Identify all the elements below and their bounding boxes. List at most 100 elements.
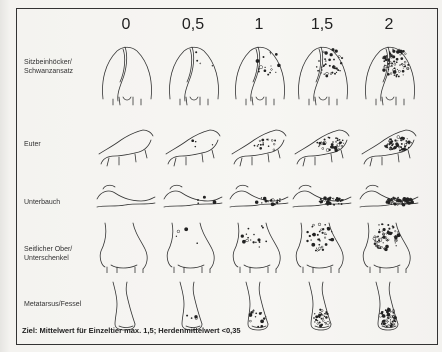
dirt-mark — [271, 202, 275, 206]
dirt-mark — [383, 67, 384, 68]
dirt-mark — [331, 143, 334, 146]
dirt-mark — [390, 323, 391, 324]
dirt-mark — [388, 307, 389, 308]
dirt-mark — [387, 66, 388, 67]
dirt-mark — [318, 60, 320, 62]
dirt-mark — [388, 69, 389, 70]
cow-body-illustration — [358, 280, 420, 332]
dirt-mark — [389, 53, 391, 55]
dirt-mark — [390, 146, 392, 148]
dirt-mark — [257, 238, 260, 241]
dirt-mark — [258, 144, 259, 145]
dirt-mark — [388, 318, 389, 319]
dirt-mark — [248, 228, 250, 230]
dirt-mark — [250, 239, 251, 240]
dirt-mark — [388, 141, 389, 142]
column-header-0: 0 — [106, 16, 146, 34]
dirt-mark — [314, 313, 315, 314]
cell-row3-col2 — [228, 221, 290, 273]
dirt-mark — [336, 72, 337, 73]
dirt-mark — [339, 70, 340, 71]
dirt-mark — [403, 68, 404, 69]
dirt-mark — [401, 64, 402, 65]
dirt-mark — [333, 204, 334, 205]
dirt-mark — [316, 248, 317, 249]
dirt-mark — [377, 241, 378, 242]
dirt-mark — [316, 142, 318, 144]
dirt-mark — [321, 246, 323, 248]
dirt-mark — [257, 145, 259, 147]
dirt-mark — [191, 139, 194, 142]
dirt-mark — [309, 235, 311, 237]
dirt-mark — [389, 51, 391, 53]
dirt-mark — [261, 197, 262, 198]
dirt-mark — [393, 146, 396, 149]
cow-body-illustration — [162, 181, 224, 215]
dirt-mark — [386, 325, 388, 327]
dirt-mark — [339, 139, 341, 141]
dirt-mark — [400, 54, 401, 55]
dirt-mark — [407, 138, 408, 139]
dirt-mark — [279, 198, 281, 200]
dirt-mark — [387, 58, 389, 60]
cow-body-illustration — [162, 128, 224, 168]
dirt-mark — [196, 60, 198, 62]
dirt-mark — [315, 319, 317, 321]
dirt-mark — [376, 236, 377, 237]
dirt-mark — [393, 70, 397, 74]
dirt-mark — [203, 196, 206, 199]
dirt-mark — [392, 49, 393, 50]
row-label-0: Sitzbeinhöcker/ Schwanzansatz — [24, 58, 90, 76]
dirt-mark — [273, 143, 275, 145]
dirt-mark — [254, 145, 256, 147]
dirt-mark — [408, 147, 409, 148]
dirt-mark — [241, 234, 244, 237]
dirt-mark — [326, 203, 327, 204]
cow-body-illustration — [358, 128, 420, 168]
cow-body-illustration — [95, 128, 157, 168]
dirt-mark — [324, 237, 326, 239]
dirt-mark — [322, 315, 323, 316]
dirt-mark — [341, 200, 342, 201]
dirt-mark — [329, 65, 331, 67]
dirt-mark — [306, 240, 308, 242]
dirt-mark — [261, 225, 263, 227]
dirt-mark — [196, 242, 198, 244]
dirt-mark — [407, 142, 408, 143]
footer-note: Ziel: Mittelwert für Einzeltier max. 1,5… — [22, 326, 241, 335]
dirt-mark — [260, 325, 263, 328]
dirt-mark — [411, 142, 412, 143]
dirt-mark — [404, 61, 406, 63]
dirt-mark — [311, 243, 315, 247]
dirt-mark — [247, 237, 249, 239]
dirt-mark — [327, 313, 329, 315]
dirt-mark — [191, 317, 193, 319]
dirt-mark — [306, 231, 308, 233]
dirt-mark — [321, 318, 323, 320]
dirt-mark — [258, 68, 260, 70]
dirt-mark — [317, 234, 319, 236]
dirt-mark — [338, 198, 341, 201]
cow-body-illustration — [228, 181, 290, 215]
dirt-mark — [277, 199, 279, 201]
column-header-3: 1,5 — [302, 16, 342, 34]
dirt-mark — [186, 315, 188, 317]
dirt-mark — [332, 48, 335, 51]
cell-row4-col0 — [95, 280, 157, 332]
dirt-mark — [406, 142, 407, 143]
dirt-mark — [399, 65, 400, 66]
dirt-mark — [255, 200, 258, 203]
dirt-mark — [386, 310, 389, 313]
dirt-mark — [382, 237, 384, 239]
dirt-mark — [330, 146, 333, 149]
dirt-mark — [328, 239, 329, 240]
dirt-mark — [259, 147, 262, 150]
dirt-mark — [330, 53, 333, 56]
dirt-mark — [399, 150, 401, 152]
dirt-mark — [382, 321, 384, 323]
dirt-mark — [328, 137, 330, 139]
dirt-mark — [212, 65, 213, 66]
cow-body-illustration — [162, 280, 224, 332]
dirt-mark — [390, 148, 391, 149]
